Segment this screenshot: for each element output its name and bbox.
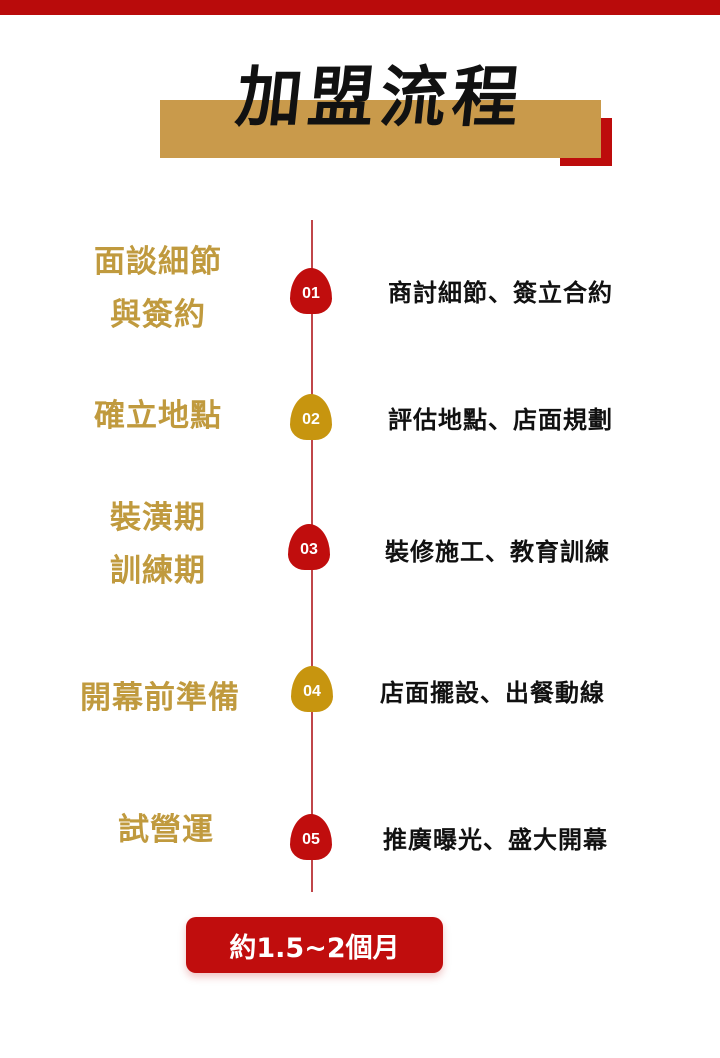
step-title: 開幕前準備 — [80, 680, 240, 716]
step-number-marker: 04 — [291, 666, 333, 712]
step-title: 裝潢期 訓練期 — [110, 500, 206, 589]
page-title: 加盟流程 — [232, 58, 529, 136]
step-title: 面談細節 與簽約 — [94, 244, 222, 333]
step-number-marker: 01 — [290, 268, 332, 314]
step-description: 評估地點、店面規劃 — [388, 406, 613, 434]
step-description: 裝修施工、教育訓練 — [385, 538, 610, 566]
step-description: 推廣曝光、盛大開幕 — [383, 826, 608, 854]
step-number-marker: 05 — [290, 814, 332, 860]
step-description: 商討細節、簽立合約 — [388, 279, 613, 307]
step-title: 確立地點 — [94, 398, 222, 434]
step-number-marker: 02 — [290, 394, 332, 440]
step-title: 試營運 — [118, 812, 214, 848]
step-description: 店面擺設、出餐動線 — [380, 679, 605, 707]
top-accent-bar — [0, 0, 720, 15]
title-gold-band — [160, 100, 601, 158]
duration-badge: 約1.5~2個月 — [186, 917, 443, 973]
step-number-marker: 03 — [288, 524, 330, 570]
